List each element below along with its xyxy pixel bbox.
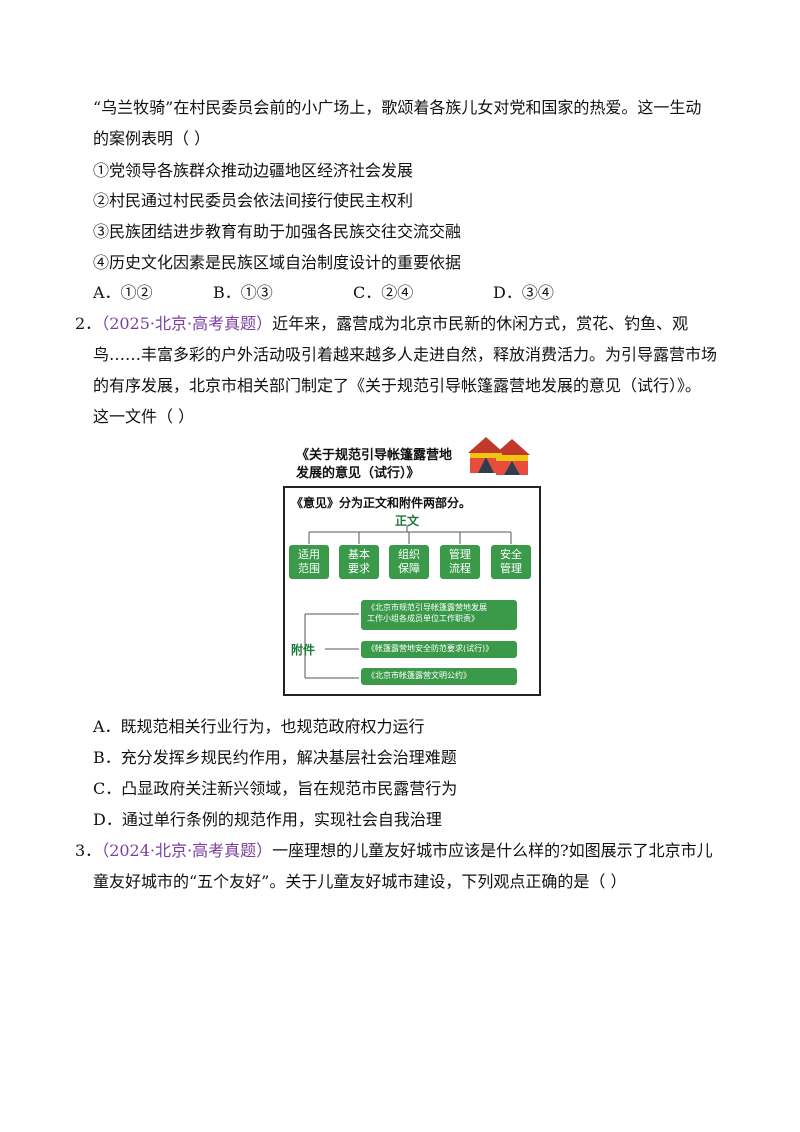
q2-line1: 2．（2025·北京·高考真题）近年来，露营成为北京市民新的休闲方式，赏花、钓鱼… [75, 314, 688, 334]
q1-item-1: ①党领导各族群众推动边疆地区经济社会发展 [93, 161, 414, 180]
q1-option-b[interactable]: B．①③ [213, 283, 273, 302]
q1-option-a[interactable]: A．①② [93, 283, 153, 302]
q3-line1: 3．（2024·北京·高考真题）一座理想的儿童友好城市应该是什么样的?如图展示了… [75, 841, 713, 861]
q1-stem-line1: “乌兰牧骑”在村民委员会前的小广场上，歌颂着各族儿女对党和国家的热爱。这一生动 [93, 98, 702, 117]
appendix-item-3: 《北京市帐篷露营文明公约》 [361, 668, 517, 685]
diagram-connectors [304, 526, 512, 679]
q3-source: （2024·北京·高考真题） [101, 841, 273, 860]
q2-option-b[interactable]: B．充分发挥乡规民约作用，解决基层社会治理难题 [93, 748, 457, 767]
q2-line4: 这一文件（ ） [93, 407, 195, 426]
figure-title: 《关于规范引导帐篷露营地 发展的意见（试行）》 [296, 447, 452, 483]
q1-stem-line2: 的案例表明（ ） [93, 129, 211, 148]
q2-option-d[interactable]: D．通过单行条例的规范作用，实现社会自我治理 [93, 810, 442, 829]
q2-line3: 的有序发展，北京市相关部门制定了《关于规范引导帐篷露营地发展的意见（试行）》。 [93, 376, 702, 395]
diagram-header: 《意见》分为正文和附件两部分。 [291, 496, 472, 510]
q2-number: 2． [75, 314, 102, 333]
q3-number: 3． [75, 841, 102, 860]
q2-source: （2025·北京·高考真题） [101, 314, 273, 333]
q3-line1-text: 一座理想的儿童友好城市应该是什么样的?如图展示了北京市儿 [272, 841, 713, 860]
figure-title-line1: 《关于规范引导帐篷露营地 [296, 448, 453, 463]
main-item-safety: 安全 管理 [491, 545, 531, 579]
appendix-item-1: 《北京市规范引导帐篷露营地发展 工作小组各成员单位工作职责》 [361, 600, 517, 630]
main-item-process: 管理 流程 [440, 545, 480, 579]
q2-line2: 鸟……丰富多彩的户外活动吸引着越来越多人走进自然，释放消费活力。为引导露营市场 [93, 345, 718, 364]
q1-item-3: ③民族团结进步教育有助于加强各民族交往交流交融 [93, 222, 462, 241]
main-text-label: 正文 [395, 514, 420, 528]
figure-title-line2: 发展的意见（试行）》 [296, 466, 420, 481]
q1-item-2: ②村民通过村民委员会依法间接行使民主权利 [93, 191, 414, 210]
q1-option-c[interactable]: C．②④ [353, 283, 414, 302]
q1-item-4: ④历史文化因素是民族区域自治制度设计的重要依据 [93, 253, 462, 272]
main-item-scope: 适用 范围 [289, 545, 329, 579]
tent-icon [468, 437, 530, 475]
q3-line2: 童友好城市的“五个友好”。关于儿童友好城市建设，下列观点正确的是（ ） [93, 872, 627, 891]
appendix-item-2: 《帐篷露营地安全防范要求(试行)》 [361, 641, 517, 658]
main-item-requirements: 基本 要求 [339, 545, 379, 579]
q2-option-c[interactable]: C．凸显政府关注新兴领域，旨在规范市民露营行为 [93, 779, 458, 798]
q2-option-a[interactable]: A．既规范相关行业行为，也规范政府权力运行 [93, 717, 425, 736]
document-structure-diagram: 《意见》分为正文和附件两部分。 正文 适用 范围 基本 要求 组织 保障 管理 … [283, 486, 541, 696]
appendix-label: 附件 [291, 643, 316, 657]
main-item-organization: 组织 保障 [389, 545, 429, 579]
q2-line1-text: 近年来，露营成为北京市民新的休闲方式，赏花、钓鱼、观 [272, 314, 689, 333]
q1-option-d[interactable]: D．③④ [493, 283, 554, 302]
